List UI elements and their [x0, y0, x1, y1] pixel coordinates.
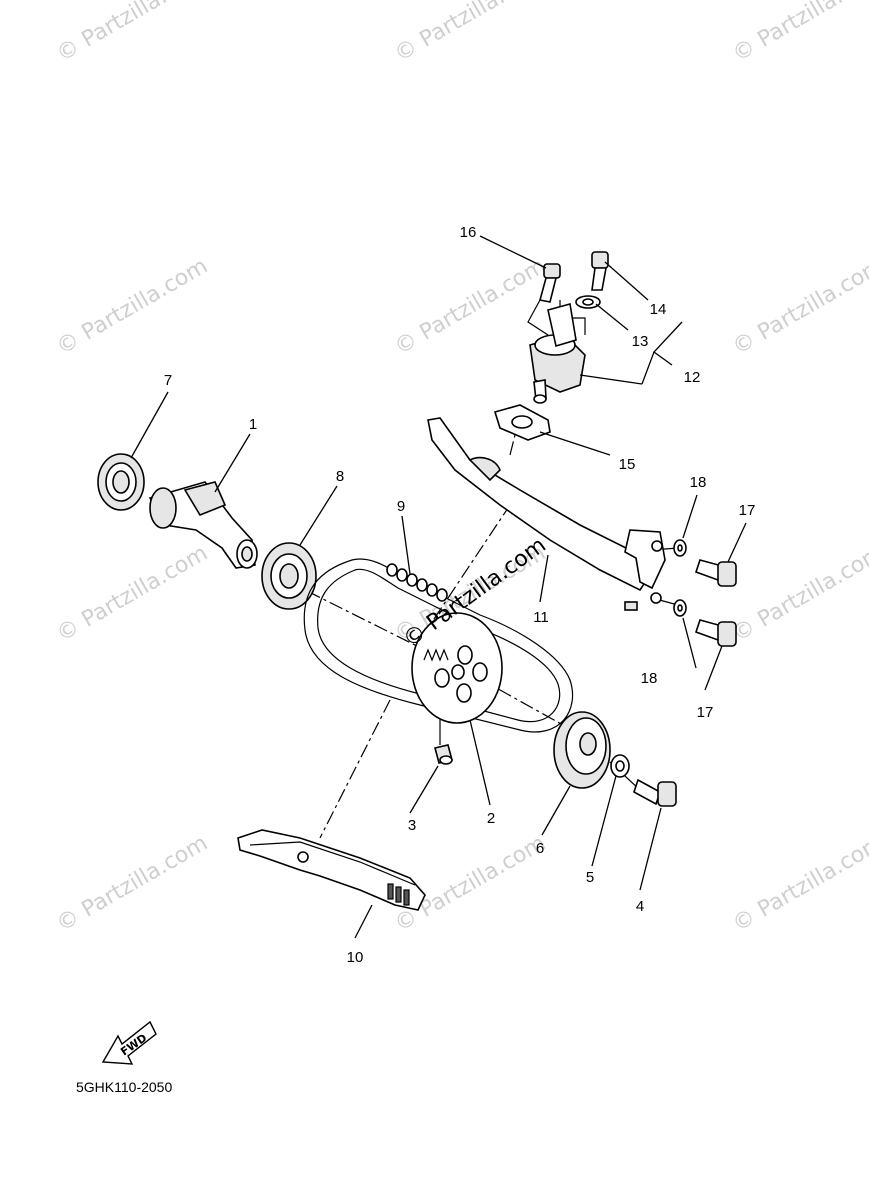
watermark: © Partzilla.com [729, 541, 869, 648]
watermark: © Partzilla.com [729, 831, 869, 938]
bolt-17 [694, 559, 737, 647]
chain-guide-10 [237, 829, 426, 911]
watermark: © Partzilla.com [391, 0, 551, 67]
leader-lines [130, 235, 747, 939]
watermark: © Partzilla.com [53, 831, 213, 938]
tensioner-guide-11 [427, 417, 666, 611]
callout-10: 10 [347, 949, 364, 966]
watermark: © Partzilla.com [391, 254, 551, 361]
callout-14: 14 [650, 301, 667, 318]
bolt-16 [539, 263, 561, 303]
tensioner-assembly-12 [529, 302, 586, 404]
callout-18-lower: 18 [641, 670, 658, 687]
watermark: © Partzilla.com [729, 254, 869, 361]
callout-16: 16 [460, 224, 477, 241]
gasket-15 [493, 404, 551, 441]
callout-13: 13 [632, 333, 649, 350]
callout-4: 4 [636, 898, 644, 915]
callout-3: 3 [408, 817, 416, 834]
bearing-8 [261, 542, 317, 610]
callout-6: 6 [536, 840, 544, 857]
bolt-4 [633, 778, 677, 807]
timing-chain [303, 558, 574, 733]
callout-17-lower: 17 [697, 704, 714, 721]
watermark: © Partzilla.com [53, 0, 213, 67]
diagram-code: 5GHK110-2050 [76, 1079, 172, 1095]
callout-12: 12 [684, 369, 701, 386]
watermark: © Partzilla.com [53, 254, 213, 361]
callout-9: 9 [397, 498, 405, 515]
callout-18-upper: 18 [690, 474, 707, 491]
callout-8: 8 [336, 468, 344, 485]
washer-18 [673, 539, 687, 617]
callout-7: 7 [164, 372, 172, 389]
dowel-pin-3 [434, 744, 453, 765]
camshaft-1 [148, 481, 258, 569]
fwd-arrow-icon: FWD [101, 1020, 157, 1065]
watermark: © Partzilla.com [729, 0, 869, 67]
callout-15: 15 [619, 456, 636, 473]
callout-2: 2 [487, 810, 495, 827]
bearing-7 [97, 453, 145, 511]
callout-labels: 7 1 8 9 2 3 6 5 4 10 11 12 13 14 15 16 1… [164, 224, 756, 966]
watermark: © Partzilla.com [53, 541, 213, 648]
callout-5: 5 [586, 869, 594, 886]
plate-6 [553, 711, 611, 789]
callout-17-upper: 17 [739, 502, 756, 519]
cam-sprocket-2 [411, 612, 503, 724]
callout-1: 1 [249, 416, 257, 433]
callout-11: 11 [533, 609, 549, 626]
o-ring-13 [575, 295, 601, 309]
washer-5 [610, 754, 630, 778]
tensioner-rollers-9 [386, 563, 448, 602]
bolt-14 [591, 251, 609, 291]
